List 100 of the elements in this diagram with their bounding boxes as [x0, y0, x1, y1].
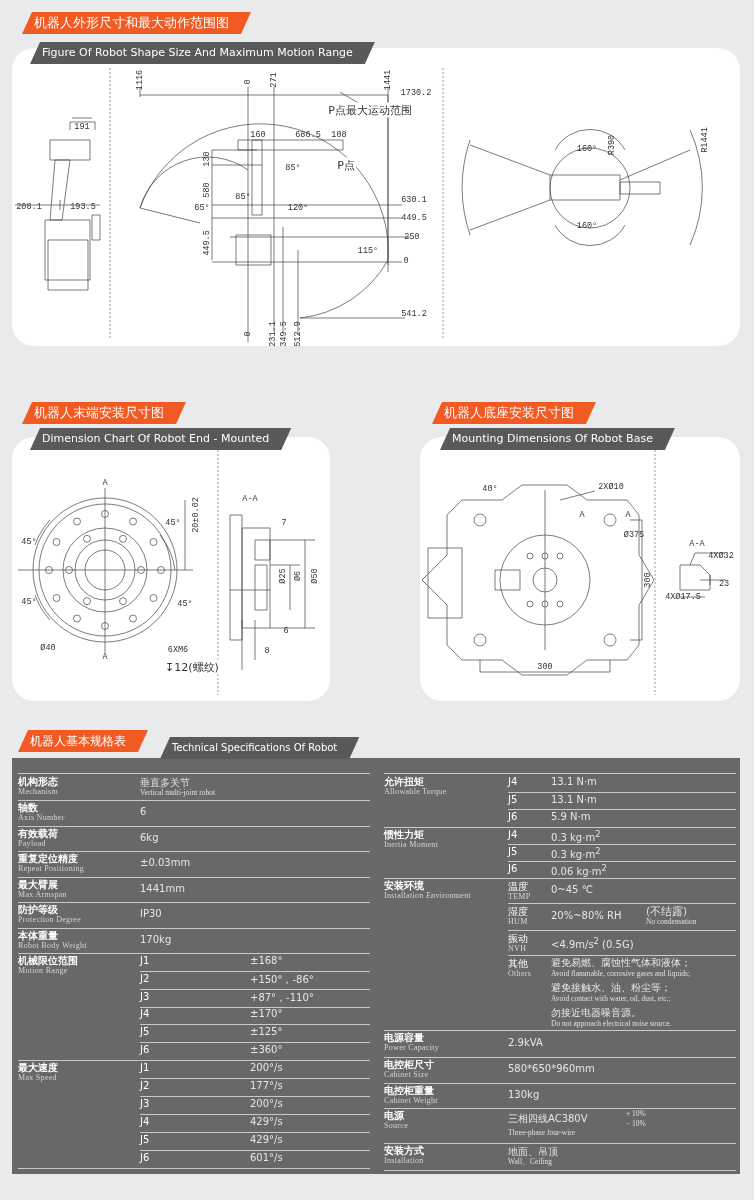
joint-label: J4: [508, 828, 518, 840]
spec-name: 惯性力矩: [384, 829, 424, 841]
dimension-label: A: [102, 478, 108, 488]
dimension-label: Ø40: [40, 643, 56, 653]
dimension-label: Ø50: [310, 568, 320, 584]
spec-name: 本体重量: [18, 930, 58, 942]
spec-name: 最大速度: [18, 1062, 58, 1074]
spec-value: ±125°: [250, 1026, 283, 1038]
spec-name: 安装环境: [384, 880, 424, 892]
spec-value: 601°/s: [250, 1152, 283, 1163]
spec-value: 0~45 ℃: [551, 883, 593, 895]
dimension-label: 271: [269, 72, 279, 88]
dimension-label: Ø25: [278, 568, 288, 584]
dimension-label: 231.1: [268, 321, 278, 347]
dimension-label: 120°: [287, 203, 309, 213]
dimension-label: 4XØ17.5: [665, 592, 701, 602]
condition-name: 其他: [508, 957, 528, 970]
condition-name: 温度: [508, 880, 528, 893]
dimension-label: 115°: [357, 246, 379, 256]
dimension-label: 160°: [576, 221, 598, 231]
dimension-label: 1441: [383, 69, 393, 91]
dimension-label: A: [625, 510, 631, 520]
spec-name-english: Repeat Positioning: [18, 864, 85, 873]
dimension-label: 45°: [177, 599, 193, 609]
spec-name: 有效载荷: [18, 828, 58, 840]
subtitle-banner: Dimension Chart Of Robot End - Mounted: [30, 428, 292, 450]
dimension-label: 108: [331, 130, 347, 140]
spec-value: 130kg: [508, 1088, 540, 1100]
spec-name-english: Mechanism: [18, 787, 59, 796]
dimension-label: 630.1: [401, 195, 427, 205]
spec-value: 5.9 N·m: [551, 811, 591, 823]
condition-name-english: HUM: [508, 917, 528, 926]
spec-value: 0.06 kg·m$^{2}$: [551, 862, 607, 877]
subtitle-banner: Mounting Dimensions Of Robot Base: [440, 428, 675, 450]
dimension-label: 45°: [21, 537, 37, 547]
spec-value: ±0.03mm: [140, 857, 191, 868]
dimension-label: 8: [264, 646, 270, 656]
spec-name-english: Payload: [18, 839, 46, 848]
spec-name-english: Source: [384, 1121, 408, 1130]
joint-label: J5: [508, 793, 518, 805]
joint-label: J6: [508, 862, 518, 874]
dimension-label: 7: [281, 518, 287, 528]
spec-note: (不结露): [646, 905, 688, 918]
spec-value: 20%~80% RH: [551, 909, 622, 921]
spec-value: 勿接近电器噪音源。: [551, 1007, 641, 1020]
spec-value: 地面、吊顶: [508, 1145, 558, 1158]
spec-name-english: Max Armspan: [18, 890, 67, 899]
spec-name-english: Motion Range: [18, 966, 68, 975]
spec-value: 580*650*960mm: [508, 1063, 595, 1074]
spec-name: 机构形态: [18, 776, 58, 788]
dimension-label: 580: [202, 182, 212, 198]
dimension-label: 1730.2: [400, 88, 432, 98]
title-banner: 机器人基本规格表: [18, 730, 148, 752]
spec-value: 170kg: [140, 933, 172, 945]
spec-value: 13.1 N·m: [551, 793, 597, 805]
joint-label: J1: [140, 1062, 150, 1073]
dimension-label: 85°: [235, 192, 251, 202]
joint-label: J4: [508, 775, 518, 787]
spec-name: 安装方式: [384, 1145, 424, 1157]
joint-label: J2: [140, 1080, 150, 1091]
condition-name-english: TEMP: [508, 892, 531, 901]
spec-value: 177°/s: [250, 1080, 283, 1091]
dimension-label: 85°: [285, 163, 301, 173]
spec-name: 重复定位精度: [18, 853, 78, 865]
spec-value: <4.9m/s$^{2}$ (0.5G): [551, 935, 634, 950]
spec-value: 三相四线AC380V: [508, 1112, 588, 1126]
dimension-label: 6XM6: [167, 645, 189, 655]
spec-name: 最大臂展: [18, 879, 58, 891]
spec-name-english: Installation: [384, 1156, 424, 1165]
joint-label: J3: [140, 990, 150, 1002]
dimension-label: 193.5: [70, 202, 96, 212]
dimension-label: 160°: [576, 144, 598, 154]
spec-name: 轴数: [18, 802, 38, 814]
joint-label: J4: [140, 1008, 150, 1020]
spec-name: 防护等级: [18, 904, 58, 916]
dimension-label: 541.2: [401, 309, 427, 319]
spec-name-english: Cabinet Size: [384, 1070, 429, 1079]
spec-value: 1441mm: [140, 882, 185, 894]
title-banner: 机器人外形尺寸和最大动作范围图: [22, 12, 251, 34]
dimension-label: 45°: [21, 597, 37, 607]
dimension-label: P点: [336, 157, 356, 173]
spec-value: 垂直多关节: [140, 776, 190, 789]
spec-value: ±360°: [250, 1044, 283, 1056]
spec-value: 6: [140, 806, 147, 817]
dimension-label: Ø6: [293, 570, 303, 582]
title-banner: 机器人底座安装尺寸图: [432, 402, 596, 424]
spec-name-english: Power Capacity: [384, 1043, 440, 1052]
spec-name-english: Max Speed: [18, 1073, 57, 1082]
spec-value: 6kg: [140, 831, 159, 843]
dimension-label: A: [102, 652, 108, 662]
dimension-label: 0: [243, 79, 253, 85]
spec-name-english: Cabinet Weight: [384, 1096, 438, 1105]
subtitle-banner: Technical Specifications Of Robot: [160, 737, 360, 759]
joint-label: J5: [508, 845, 518, 857]
subtitle-banner: Figure Of Robot Shape Size And Maximum Motion Range: [30, 42, 375, 64]
joint-label: J6: [140, 1152, 150, 1163]
condition-name: 湿度: [508, 905, 528, 918]
spec-value: 429°/s: [250, 1134, 283, 1145]
spec-value: 避免易燃、腐蚀性气体和液体；: [551, 957, 691, 970]
spec-name-english: Allowable Torque: [384, 787, 447, 796]
